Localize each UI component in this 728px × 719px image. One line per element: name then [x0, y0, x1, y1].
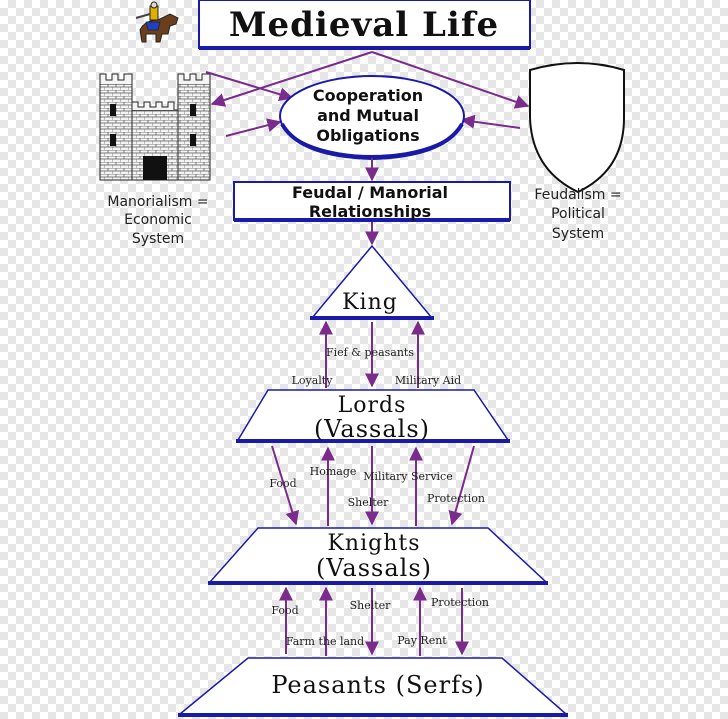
- lords-vassals-label: (Vassals): [314, 415, 430, 443]
- fief-label: Fief & peasants: [326, 346, 414, 359]
- top-arrows: [205, 51, 530, 137]
- food-label-1: Food: [269, 477, 296, 490]
- feudal-line-2: Relationships: [309, 202, 431, 221]
- king-lords-arrows: Fief & peasants Loyalty Military Aid: [292, 320, 461, 388]
- king-label: King: [342, 290, 398, 315]
- lords-tier: Lords (Vassals): [236, 389, 510, 443]
- title-box: Medieval Life: [198, 0, 531, 50]
- knight-on-horse-icon: [135, 1, 179, 43]
- shield-icon: [529, 62, 625, 194]
- peasants-tier: Peasants (Serfs): [177, 657, 568, 717]
- protection-label-2: Protection: [431, 596, 489, 609]
- svg-text:Economic: Economic: [124, 212, 192, 228]
- peasants-label: Peasants (Serfs): [271, 671, 484, 699]
- farm-land-label: Farm the land: [286, 635, 364, 648]
- knights-peasants-arrows: Food Shelter Protection Farm the land Pa…: [271, 586, 489, 656]
- oval-line-1: Cooperation: [313, 86, 423, 105]
- loyalty-label: Loyalty: [292, 374, 334, 387]
- svg-text:Feudalism =: Feudalism =: [534, 187, 621, 203]
- food-label-2: Food: [271, 604, 298, 617]
- lords-label: Lords: [338, 393, 407, 418]
- knights-vassals-label: (Vassals): [316, 554, 432, 582]
- shelter-label-2: Shelter: [350, 599, 392, 612]
- pay-rent-label: Pay Rent: [397, 634, 447, 647]
- svg-text:System: System: [132, 231, 184, 247]
- king-tier: King: [310, 244, 434, 320]
- svg-text:Political: Political: [551, 206, 605, 222]
- cooperation-oval: Cooperation and Mutual Obligations: [279, 75, 465, 161]
- feudal-manorial-box: Feudal / Manorial Relationships: [233, 181, 511, 222]
- military-aid-label: Military Aid: [395, 374, 461, 387]
- knights-label: Knights: [327, 531, 420, 556]
- page-title: Medieval Life: [229, 5, 499, 45]
- lords-knights-arrows: Food Homage Military Service Shelter Pro…: [269, 445, 485, 526]
- homage-label: Homage: [310, 465, 357, 478]
- oval-line-2: and Mutual: [317, 106, 419, 125]
- castle-icon: [99, 73, 211, 181]
- protection-label-1: Protection: [427, 492, 485, 505]
- knights-tier: Knights (Vassals): [208, 527, 548, 585]
- shelter-label-1: Shelter: [348, 496, 390, 509]
- military-service-label: Military Service: [363, 470, 452, 483]
- oval-line-3: Obligations: [316, 126, 419, 145]
- svg-text:System: System: [552, 226, 604, 242]
- feudal-line-1: Feudal / Manorial: [292, 183, 448, 202]
- feudalism-label: Feudalism = Political System: [534, 187, 621, 242]
- manorialism-label: Manorialism = Economic System: [107, 194, 208, 247]
- svg-text:Manorialism =: Manorialism =: [107, 194, 208, 210]
